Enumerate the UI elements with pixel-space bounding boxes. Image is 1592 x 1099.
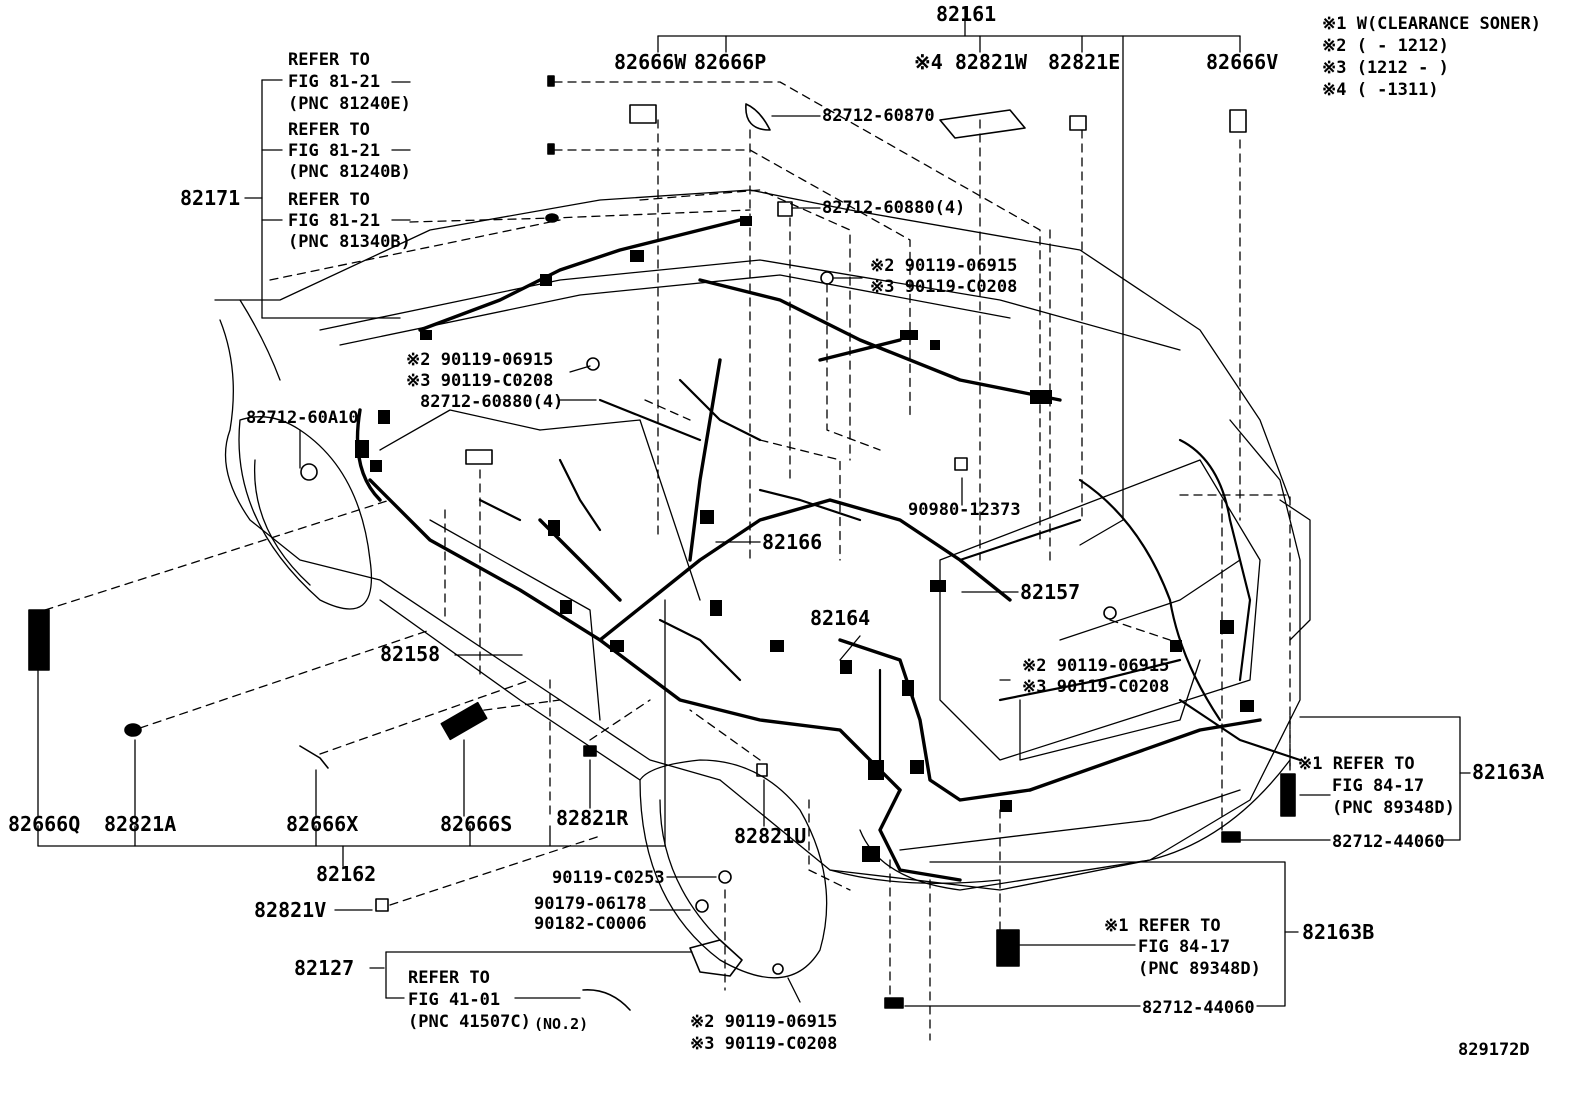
- ref4-line2: FIG 84-17: [1332, 776, 1425, 796]
- ref6-line2: FIG 84-17: [1138, 937, 1231, 957]
- part-82163A: 82163A: [1472, 760, 1545, 784]
- ref3-line2: FIG 81-21: [288, 211, 381, 231]
- part-82161: 82161: [936, 2, 997, 26]
- part-82666Q: 82666Q: [8, 812, 81, 836]
- harness-branches: [478, 378, 1302, 762]
- ref2-line1: REFER TO: [288, 120, 370, 140]
- part-82666V: 82666V: [1206, 50, 1279, 74]
- figure-id: 829172D: [1458, 1040, 1530, 1060]
- harness-routes: [355, 218, 1262, 882]
- part-90119-C0208-right: ※3 90119-C0208: [1022, 677, 1170, 697]
- part-82666X: 82666X: [286, 812, 359, 836]
- note-4: ※4 ( -1311): [1322, 80, 1439, 100]
- ref3-line3: (PNC 81340B): [288, 232, 411, 252]
- part-82712-60A10: 82712-60A10: [246, 408, 359, 428]
- part-90119-06915-bot: ※2 90119-06915: [690, 1012, 838, 1032]
- connectors: [355, 216, 1254, 862]
- part-82712-60870: 82712-60870: [822, 106, 935, 126]
- part-90182-C0006: 90182-C0006: [534, 914, 647, 934]
- ref1-line1: REFER TO: [288, 50, 370, 70]
- ref2-line3: (PNC 81240B): [288, 162, 411, 182]
- part-90119-C0208-mid: ※3 90119-C0208: [406, 371, 554, 391]
- part-82712-60880-top: 82712-60880(4): [822, 198, 966, 218]
- part-82821A: 82821A: [104, 812, 177, 836]
- ref5-line1: REFER TO: [408, 968, 490, 988]
- part-82162: 82162: [316, 862, 377, 886]
- ref6-line3: (PNC 89348D): [1138, 959, 1261, 979]
- part-82171: 82171: [180, 186, 241, 210]
- part-82158: 82158: [380, 642, 441, 666]
- ref4-line3: (PNC 89348D): [1332, 798, 1455, 818]
- note-3: ※3 (1212 - ): [1322, 58, 1449, 78]
- part-90119-C0253: 90119-C0253: [552, 868, 665, 888]
- part-90980-12373: 90980-12373: [908, 500, 1021, 520]
- part-82164: 82164: [810, 606, 871, 630]
- ref5-line3: (PNC 41507C): [408, 1012, 531, 1032]
- part-82712-44060-a: 82712-44060: [1332, 832, 1445, 852]
- ref5-line2: FIG 41-01: [408, 990, 501, 1010]
- part-82666S: 82666S: [440, 812, 513, 836]
- part-82821W: ※4 82821W: [914, 50, 1028, 74]
- part-90179-06178: 90179-06178: [534, 894, 647, 914]
- part-90119-06915-right: ※2 90119-06915: [1022, 656, 1170, 676]
- part-82821V: 82821V: [254, 898, 327, 922]
- leader-lines: [37, 7, 1471, 1007]
- ref3-line1: REFER TO: [288, 190, 370, 210]
- part-82821E: 82821E: [1048, 50, 1121, 74]
- part-82163B: 82163B: [1302, 920, 1375, 944]
- dashed-lines: [44, 81, 1291, 1041]
- part-82821U: 82821U: [734, 824, 807, 848]
- part-82166: 82166: [762, 530, 823, 554]
- part-90119-C0208-bot: ※3 90119-C0208: [690, 1034, 838, 1054]
- part-90119-06915-mid: ※2 90119-06915: [406, 350, 554, 370]
- ref1-line2: FIG 81-21: [288, 72, 381, 92]
- ref6-line1: ※1 REFER TO: [1104, 916, 1221, 936]
- part-82712-44060-b: 82712-44060: [1142, 998, 1255, 1018]
- ref2-line2: FIG 81-21: [288, 141, 381, 161]
- note-2: ※2 ( - 1212): [1322, 36, 1449, 56]
- part-82666P: 82666P: [694, 50, 767, 74]
- part-82666W: 82666W: [614, 50, 687, 74]
- ref1-line3: (PNC 81240E): [288, 94, 411, 114]
- vehicle-body-outline: [214, 189, 1311, 979]
- ref4-line1: ※1 REFER TO: [1298, 754, 1415, 774]
- part-82821R: 82821R: [556, 806, 629, 830]
- part-82157: 82157: [1020, 580, 1081, 604]
- note-1: ※1 W(CLEARANCE SONER): [1322, 14, 1541, 34]
- ref5-line4: (NO.2): [534, 1015, 589, 1033]
- part-90119-C0208-top: ※3 90119-C0208: [870, 277, 1018, 297]
- part-90119-06915-top: ※2 90119-06915: [870, 256, 1018, 276]
- part-82712-60880-mid: 82712-60880(4): [420, 392, 564, 412]
- part-82127: 82127: [294, 956, 355, 980]
